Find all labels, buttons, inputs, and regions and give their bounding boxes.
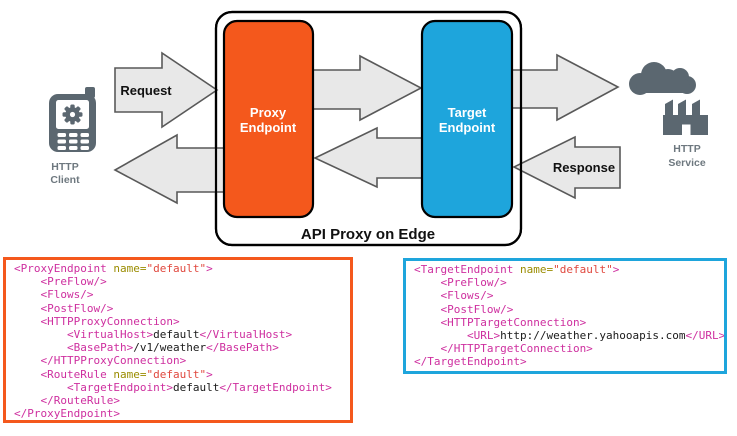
code-line: <ProxyEndpoint name="default"> <box>14 262 213 275</box>
code-line: <PreFlow/> <box>414 276 507 290</box>
proxy-endpoint-code: <ProxyEndpoint name="default"> <PreFlow/… <box>3 257 353 423</box>
code-line: <PostFlow/> <box>414 302 514 316</box>
proxy-to-target-arrow <box>312 54 423 122</box>
response-label: Response <box>553 160 615 175</box>
code-line: <HTTPTargetConnection> <box>414 315 587 329</box>
api-proxy-container-border <box>214 10 523 247</box>
code-line: <Flows/> <box>414 289 494 303</box>
code-line: <URL>http://weather.yahooapis.com</URL> <box>414 329 726 343</box>
response-arrow <box>512 135 621 200</box>
code-line: </ProxyEndpoint> <box>14 407 120 421</box>
target-endpoint-code: <TargetEndpoint name="default"> <PreFlow… <box>403 258 727 374</box>
http-client-label-line2: Client <box>50 174 80 186</box>
proxy-endpoint-label-line2: Endpoint <box>240 120 297 135</box>
proxy-endpoint-rect <box>222 19 315 219</box>
code-line: <TargetEndpoint name="default"> <box>414 263 620 276</box>
proxy-endpoint-box: Proxy Endpoint <box>222 19 315 219</box>
mobile-phone-icon <box>49 87 96 152</box>
code-line: <PostFlow/> <box>14 301 114 315</box>
code-line: <HTTPProxyConnection> <box>14 314 180 328</box>
code-line: <TargetEndpoint>default</TargetEndpoint> <box>14 380 332 394</box>
factory-building <box>663 99 708 135</box>
code-line: </HTTPTargetConnection> <box>414 342 593 356</box>
http-service-label-line2: Service <box>668 157 706 169</box>
factory-door <box>682 124 691 135</box>
code-line: <BasePath>/v1/weather</BasePath> <box>14 341 279 355</box>
request-arrow <box>114 51 219 129</box>
http-service-label-line1: HTTP <box>673 143 700 155</box>
code-line: <RouteRule name="default"> <box>14 367 213 381</box>
proxy-to-client-arrow <box>113 133 225 205</box>
smoke-cloud <box>629 62 696 95</box>
target-to-proxy-arrow <box>313 126 424 189</box>
code-line: </RouteRule> <box>14 394 120 408</box>
request-label: Request <box>120 83 172 98</box>
code-line: <PreFlow/> <box>14 275 107 289</box>
code-line: <Flows/> <box>14 288 94 302</box>
code-line: </HTTPProxyConnection> <box>14 354 187 368</box>
gear-icon <box>62 104 83 125</box>
api-proxy-flow-diagram: Request Response Proxy Endpoint Target E… <box>49 10 708 247</box>
diagram-title: API Proxy on Edge <box>301 226 435 243</box>
target-endpoint-rect <box>420 19 514 219</box>
target-endpoint-label-line2: Endpoint <box>439 120 496 135</box>
code-line: <VirtualHost>default</VirtualHost> <box>14 328 293 342</box>
factory-cloud-icon <box>629 62 708 135</box>
flow-arrows <box>113 51 621 205</box>
code-line: </TargetEndpoint> <box>414 355 527 369</box>
target-to-service-arrow <box>511 53 620 122</box>
target-endpoint-label-line1: Target <box>448 105 487 120</box>
proxy-endpoint-label-line1: Proxy <box>250 105 287 120</box>
http-client-label-line1: HTTP <box>51 161 78 173</box>
target-endpoint-box: Target Endpoint <box>420 19 514 219</box>
phone-keypad <box>57 133 89 150</box>
